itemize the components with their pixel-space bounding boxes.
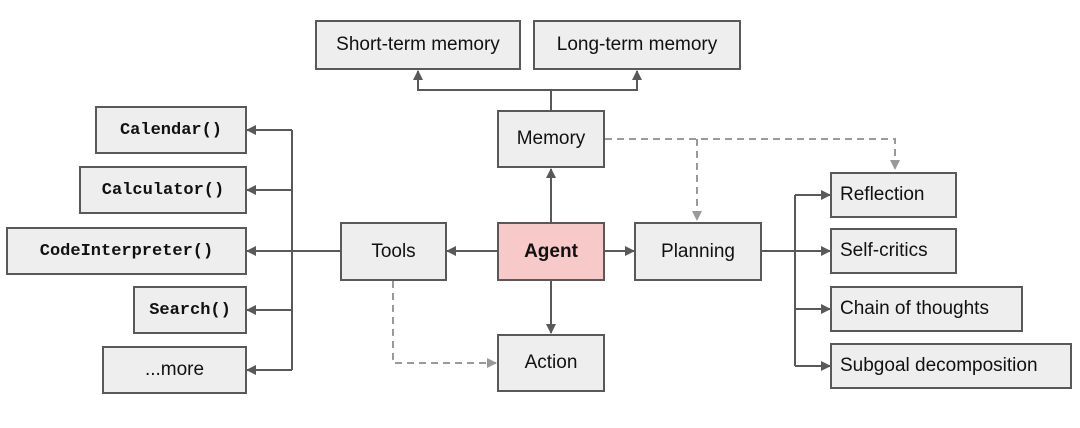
more-tools-node: ...more [102, 346, 247, 394]
dashed-arrow-memory-to-reflection [605, 138, 900, 170]
self-critics-node: Self-critics [830, 228, 957, 274]
short-term-memory-node: Short-term memory [315, 20, 521, 70]
action-node: Action [497, 334, 605, 392]
long-term-memory-node: Long-term memory [533, 20, 741, 70]
memory-node: Memory [497, 110, 605, 168]
planning-node: Planning [634, 222, 762, 281]
dashed-arrow-tools-to-action [392, 281, 497, 368]
arrow-memory-to-long-term [551, 70, 642, 91]
reflection-node: Reflection [830, 172, 957, 218]
chain-of-thoughts-node: Chain of thoughts [830, 286, 1023, 332]
search-tool-node: Search() [133, 286, 247, 334]
tools-node: Tools [340, 222, 447, 281]
calculator-tool-node: Calculator() [79, 166, 247, 214]
connector-memory-branch [413, 70, 552, 110]
calendar-tool-node: Calendar() [95, 106, 247, 154]
agent-node: Agent [497, 222, 605, 281]
subgoal-decomposition-node: Subgoal decomposition [830, 343, 1072, 389]
code-interpreter-tool-node: CodeInterpreter() [6, 227, 247, 275]
